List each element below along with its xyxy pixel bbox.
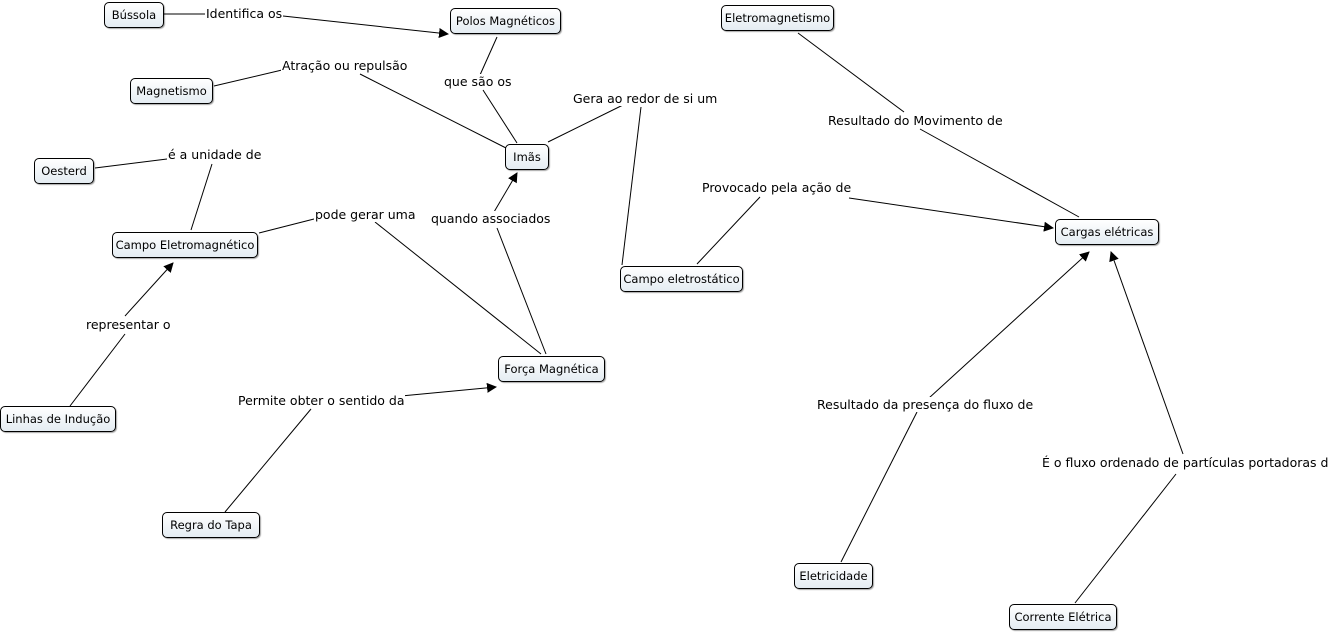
concept-magnetismo[interactable]: Magnetismo xyxy=(130,78,213,104)
line-eletricidade-resultado xyxy=(840,411,918,563)
link-atracao-ou-repulsao: Atração ou repulsão xyxy=(281,58,409,73)
line-magnetismo-atracao xyxy=(213,69,283,87)
concept-corrente-eletrica[interactable]: Corrente Elétrica xyxy=(1009,604,1117,630)
concept-linhas-de-inducao[interactable]: Linhas de Indução xyxy=(0,406,116,432)
line-campo-provocado xyxy=(696,196,761,265)
line-linhas-representar xyxy=(69,333,126,407)
link-quando-associados: quando associados xyxy=(430,211,552,226)
concept-imas[interactable]: Imãs xyxy=(505,144,549,170)
line-eletromag-resultado xyxy=(797,32,905,113)
line-atracao-imas xyxy=(359,73,507,149)
concept-bussola[interactable]: Bússola xyxy=(104,2,164,28)
line-campo-podegerar xyxy=(258,218,315,234)
arrow-quando-imas xyxy=(493,172,518,213)
line-oesterd-unidade xyxy=(94,158,168,169)
link-que-sao-os: que são os xyxy=(443,74,513,89)
line-resultado-cargas xyxy=(919,128,1080,218)
link-identifica-os: Identifica os xyxy=(205,6,284,21)
concept-oesterd[interactable]: Oesterd xyxy=(34,158,94,184)
concept-eletromagnetismo[interactable]: Eletromagnetismo xyxy=(721,5,834,31)
link-pode-gerar-uma: pode gerar uma xyxy=(314,207,417,222)
concept-forca-magnetica[interactable]: Força Magnética xyxy=(498,356,605,382)
line-polos-quesao xyxy=(479,36,498,76)
concept-eletricidade[interactable]: Eletricidade xyxy=(794,563,873,589)
link-gera-ao-redor: Gera ao redor de si um xyxy=(572,91,719,106)
line-quesao-imas xyxy=(482,89,518,144)
line-unidade-campo xyxy=(190,163,213,231)
link-representar-o: representar o xyxy=(85,317,172,332)
line-forca-quando xyxy=(496,227,547,355)
link-resultado-do-movimento: Resultado do Movimento de xyxy=(827,113,1004,128)
concept-cargas-eletricas[interactable]: Cargas elétricas xyxy=(1055,219,1159,245)
arrow-provocado-cargas xyxy=(848,197,1054,232)
arrow-identifica-polos xyxy=(282,15,449,38)
line-podegerar-forca xyxy=(374,221,542,355)
link-permite-obter: Permite obter o sentido da xyxy=(237,393,406,408)
link-provocado-pela-acao: Provocado pela ação de xyxy=(701,180,853,195)
line-corrente-fluxo xyxy=(1074,473,1177,604)
arrow-fluxo-cargas xyxy=(1109,251,1184,455)
link-e-a-unidade-de: é a unidade de xyxy=(167,147,263,162)
concept-campo-eletrostatico[interactable]: Campo eletrostático xyxy=(620,266,743,292)
concept-campo-eletromagnetico[interactable]: Campo Eletromagnético xyxy=(112,232,258,258)
concept-regra-do-tapa[interactable]: Regra do Tapa xyxy=(162,512,260,538)
arrow-resultado-cargas xyxy=(928,251,1090,399)
concept-polos-magneticos[interactable]: Polos Magnéticos xyxy=(450,8,561,34)
line-imas-gera xyxy=(547,103,626,143)
line-gera-campo-eletrostatico xyxy=(621,106,642,266)
arrow-permite-forca xyxy=(400,382,497,397)
link-fluxo-ordenado: É o fluxo ordenado de partículas portado… xyxy=(1041,455,1329,470)
link-resultado-da-presenca: Resultado da presença do fluxo de xyxy=(816,397,1035,412)
line-regra-permite xyxy=(224,408,312,513)
arrow-representar-campo xyxy=(124,262,174,317)
